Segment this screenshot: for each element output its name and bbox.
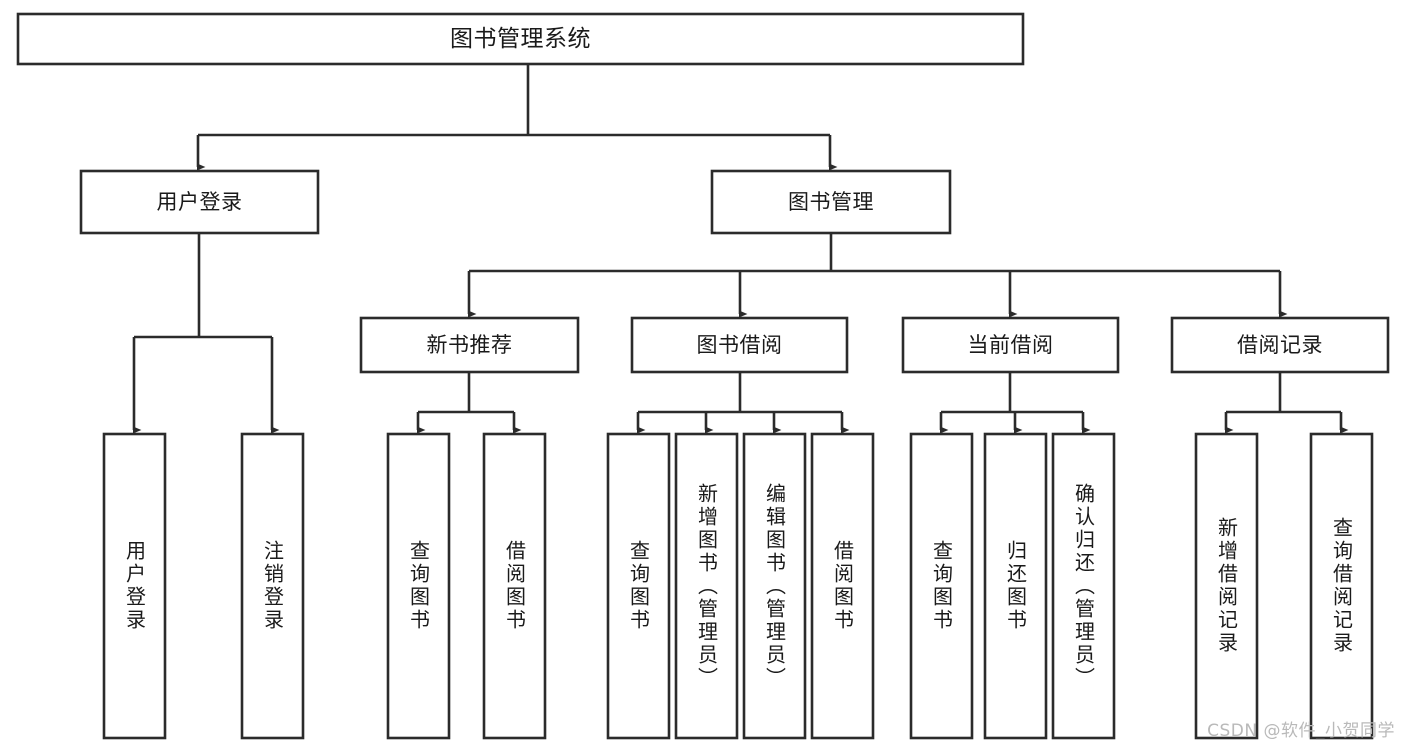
node-box-user-login[interactable] [79,169,320,235]
node-box-leaf-query-book-1[interactable] [386,432,451,740]
node-box-leaf-query-book-2[interactable] [606,432,671,740]
node-box-leaf-query-book-3[interactable] [909,432,974,740]
node-box-leaf-add-book-admin[interactable] [674,432,739,740]
node-box-leaf-return-book[interactable] [983,432,1048,740]
node-box-leaf-borrow-book-1[interactable] [482,432,547,740]
node-box-new-book-recommend[interactable] [359,316,580,374]
node-box-leaf-edit-book-admin[interactable] [742,432,807,740]
watermark-text: CSDN @软件_小贺同学 [1207,721,1395,741]
node-box-leaf-user-login[interactable] [102,432,167,740]
node-box-leaf-add-borrow-record[interactable] [1194,432,1259,740]
node-box-leaf-borrow-book-2[interactable] [810,432,875,740]
node-box-leaf-logout[interactable] [240,432,305,740]
node-box-book-management[interactable] [710,169,952,235]
node-box-root[interactable] [16,12,1025,66]
node-box-leaf-query-borrow-record[interactable] [1309,432,1374,740]
node-box-current-borrow[interactable] [901,316,1120,374]
node-box-leaf-confirm-return-admin[interactable] [1051,432,1116,740]
node-box-book-borrow[interactable] [630,316,849,374]
node-box-borrow-record[interactable] [1170,316,1390,374]
